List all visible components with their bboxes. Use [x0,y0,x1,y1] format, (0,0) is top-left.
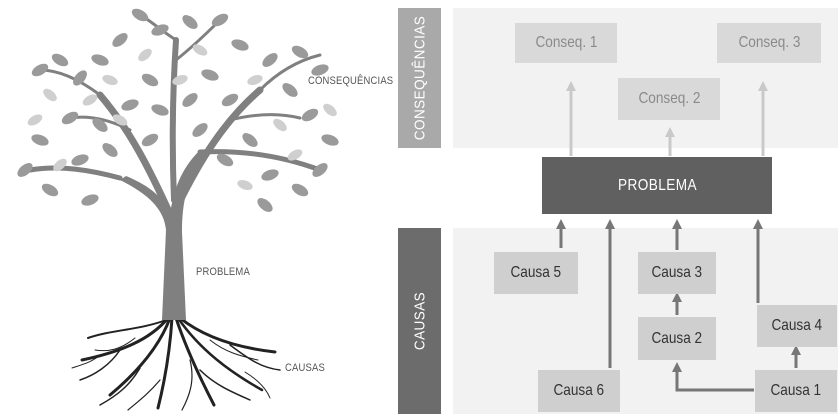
causa-3-box: Causa 3 [638,252,716,294]
causes-side-tab: CAUSAS [398,228,441,414]
causa-4-box: Causa 4 [757,305,837,347]
causa-4-label: Causa 4 [771,317,823,334]
problem-label: PROBLEMA [617,176,697,194]
conseq-3-label: Conseq. 3 [738,34,800,51]
causa-6-label: Causa 6 [553,382,605,399]
consequences-side-label: CONSEQUÊNCIAS [411,15,428,141]
tree-label-consequencias: CONSEQUÊNCIAS [308,75,394,87]
causa-1-label: Causa 1 [770,382,822,399]
causa-3-label: Causa 3 [651,264,703,281]
causa-6-box: Causa 6 [538,370,620,412]
causa-5-box: Causa 5 [494,252,578,294]
causes-side-label: CAUSAS [411,291,428,351]
problem-box: PROBLEMA [542,157,772,214]
tree-roots [71,316,281,411]
tree-label-causas: CAUSAS [285,362,325,374]
tree-leaves [17,8,339,212]
tree-illustration [17,8,339,411]
causa-1-box: Causa 1 [755,370,837,412]
conseq-2-label: Conseq. 2 [638,90,700,107]
conseq-2-box: Conseq. 2 [618,78,720,120]
consequences-side-tab: CONSEQUÊNCIAS [398,8,441,148]
conseq-1-label: Conseq. 1 [535,34,597,51]
conseq-3-box: Conseq. 3 [717,23,821,63]
conseq-1-box: Conseq. 1 [515,23,617,63]
causa-2-box: Causa 2 [638,317,716,360]
tree-label-problema: PROBLEMA [196,266,250,278]
causa-5-label: Causa 5 [510,264,562,281]
causa-2-label: Causa 2 [651,329,703,347]
